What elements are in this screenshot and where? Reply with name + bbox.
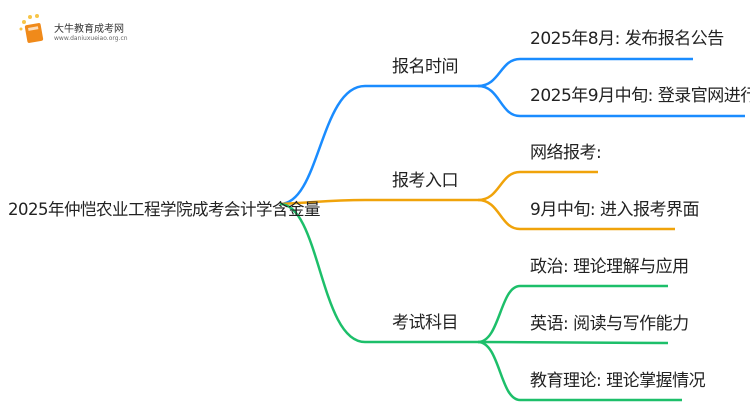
root-topic: 2025年仲恺农业工程学院成考会计学含金量 [8, 200, 321, 219]
leaf-item: 英语: 阅读与写作能力 [530, 314, 689, 334]
branch-registration-entry: 报考入口 [392, 171, 459, 191]
leaf-line-3-1 [477, 284, 668, 344]
leaf-line-3-2 [477, 340, 669, 345]
leaf-item: 2025年9月中旬: 登录官网进行报名 [530, 86, 750, 106]
branch-exam-subjects: 考试科目 [392, 313, 459, 333]
branch-line-3 [279, 202, 478, 344]
logo-url: www.daniuxueiao.org.cn [54, 35, 128, 42]
leaf-line-1-2 [477, 84, 745, 118]
logo-name: 大牛教育成考网 [54, 24, 124, 35]
leaf-line-3-3 [477, 340, 682, 402]
leaf-line-2-2 [477, 198, 675, 231]
leaf-item: 教育理论: 理论掌握情况 [530, 371, 706, 391]
branch-registration-time: 报名时间 [392, 57, 459, 77]
branch-line-1 [279, 84, 478, 206]
logo-icon [18, 14, 52, 50]
leaf-item: 9月中旬: 进入报考界面 [530, 200, 699, 220]
leaf-line-1-1 [477, 57, 693, 88]
leaf-item: 政治: 理论理解与应用 [530, 257, 689, 277]
branch-line-2 [279, 198, 478, 206]
leaf-item: 网络报考: [530, 143, 602, 163]
leaf-item: 2025年8月: 发布报名公告 [530, 29, 724, 49]
leaf-line-2-1 [477, 170, 598, 202]
